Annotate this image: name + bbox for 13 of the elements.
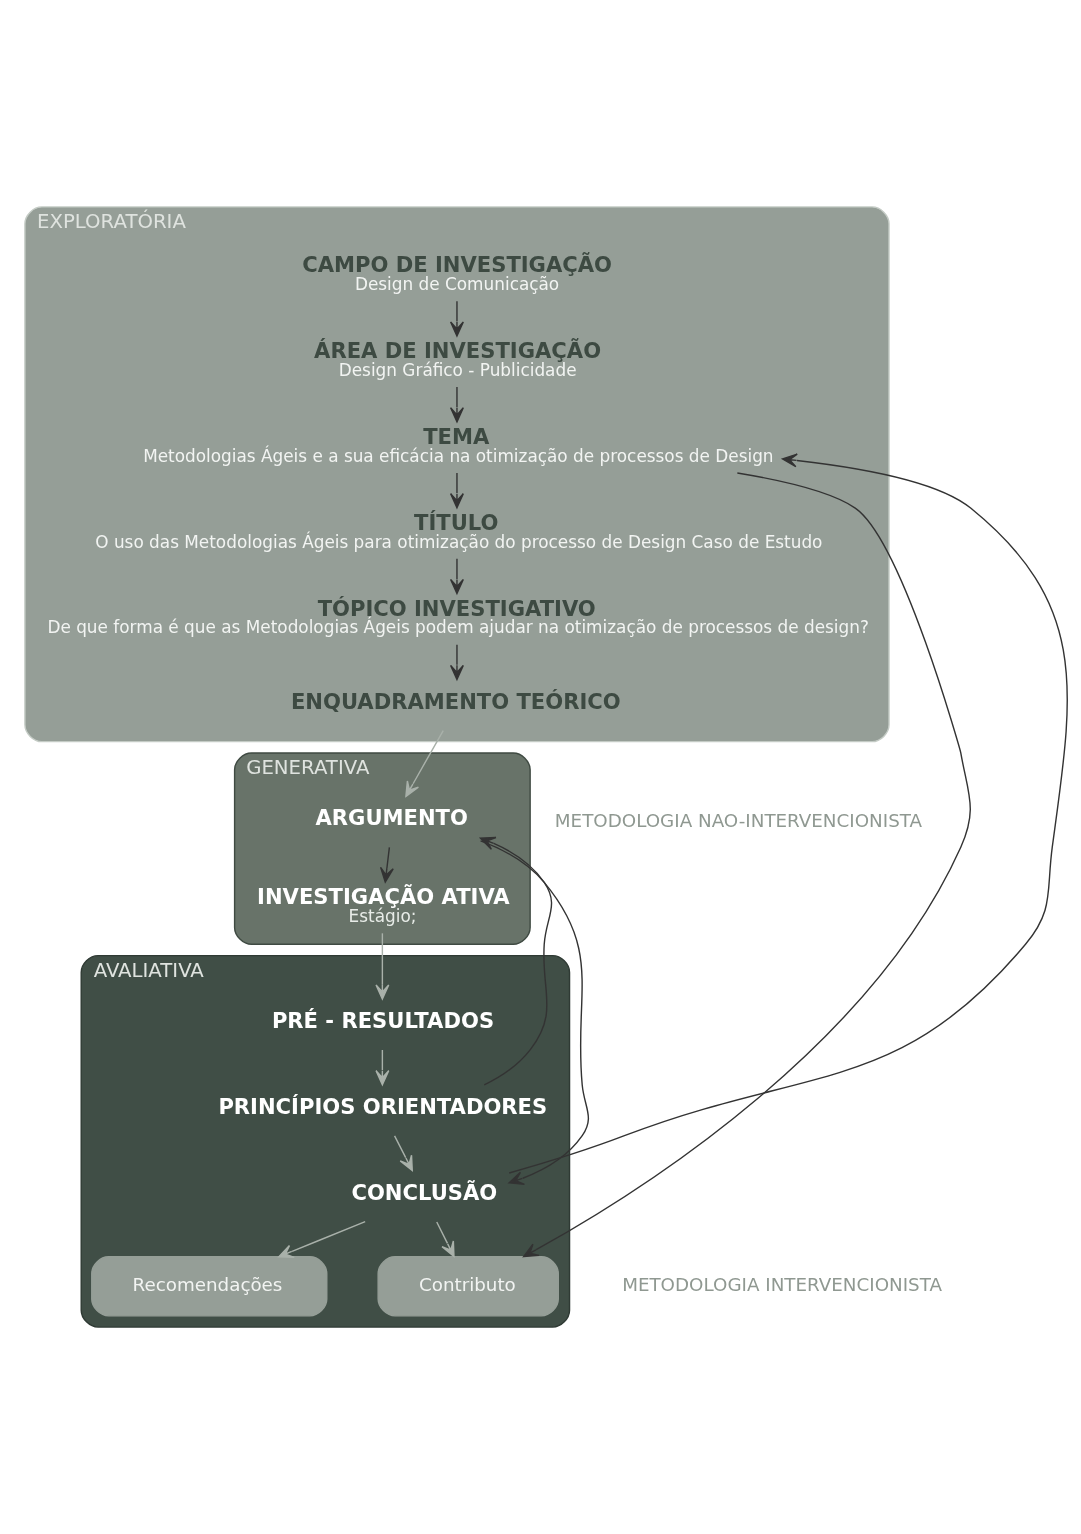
node-text: ARGUMENTO [315, 805, 468, 831]
label: METODOLOGIA NAO-INTERVENCIONISTA [554, 809, 923, 831]
node-text: PRÉ - RESULTADOS [271, 1008, 495, 1034]
label: METODOLOGIA INTERVENCIONISTA [622, 1274, 942, 1296]
node-text: CONCLUSÃO [351, 1179, 498, 1205]
node-text: CAMPO DE INVESTIGAÇÃO Design de Comunicação [302, 252, 612, 295]
node-text: TÍTULO O uso das Metodologias Ágeis para otimização do processo de Design Caso de Estudo [95, 509, 823, 552]
node-text: INVESTIGAÇÃO ATIVA Estágio; [257, 884, 510, 926]
node-text: ÁREA DE INVESTIGAÇÃO Design Gráfico - Publicidade [314, 338, 602, 380]
node-text: PRINCÍPIOS ORIENTADORES [218, 1093, 548, 1119]
node-text: TEMA Metodologias Ágeis e a sua eficácia na otimização de processos de Design [143, 424, 774, 466]
node-text: TÓPICO INVESTIGATIVO De que forma é que as Metodologias Ágeis podem ajudar na otimização de processos de design? [47, 595, 869, 638]
node-text: ENQUADRAMENTO TEÓRICO [290, 688, 621, 714]
